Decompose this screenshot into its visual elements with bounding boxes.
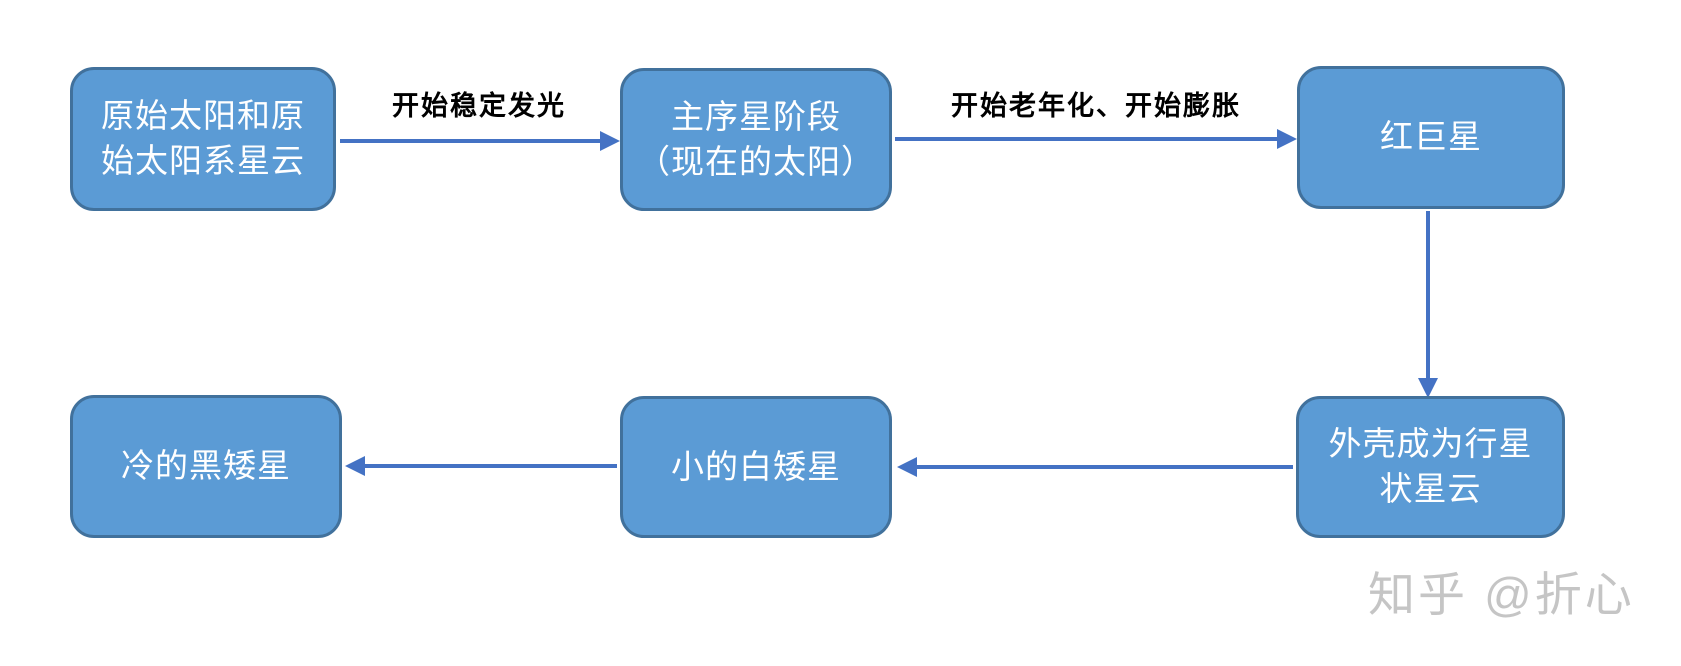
- arrow-protosun-to-main-sequence: [340, 131, 620, 151]
- node-main-sequence: 主序星阶段 （现在的太阳）: [620, 68, 892, 211]
- node-red-giant: 红巨星: [1297, 66, 1565, 209]
- arrow-red-giant-to-planetary-nebula: [1418, 211, 1438, 398]
- node-protosun: 原始太阳和原 始太阳系星云: [70, 67, 336, 211]
- arrow-planetary-nebula-to-white-dwarf: [897, 457, 1293, 477]
- arrow-main-sequence-to-red-giant: [895, 129, 1297, 149]
- arrow-white-dwarf-to-black-dwarf: [345, 456, 617, 476]
- node-black-dwarf: 冷的黑矮星: [70, 395, 342, 538]
- node-white-dwarf: 小的白矮星: [620, 396, 892, 538]
- node-planetary-nebula: 外壳成为行星 状星云: [1296, 396, 1565, 538]
- edge-label-aging: 开始老年化、开始膨胀: [951, 91, 1241, 121]
- edge-label-ignite: 开始稳定发光: [392, 91, 566, 121]
- watermark-zhihu: 知乎 @折心: [1368, 568, 1635, 621]
